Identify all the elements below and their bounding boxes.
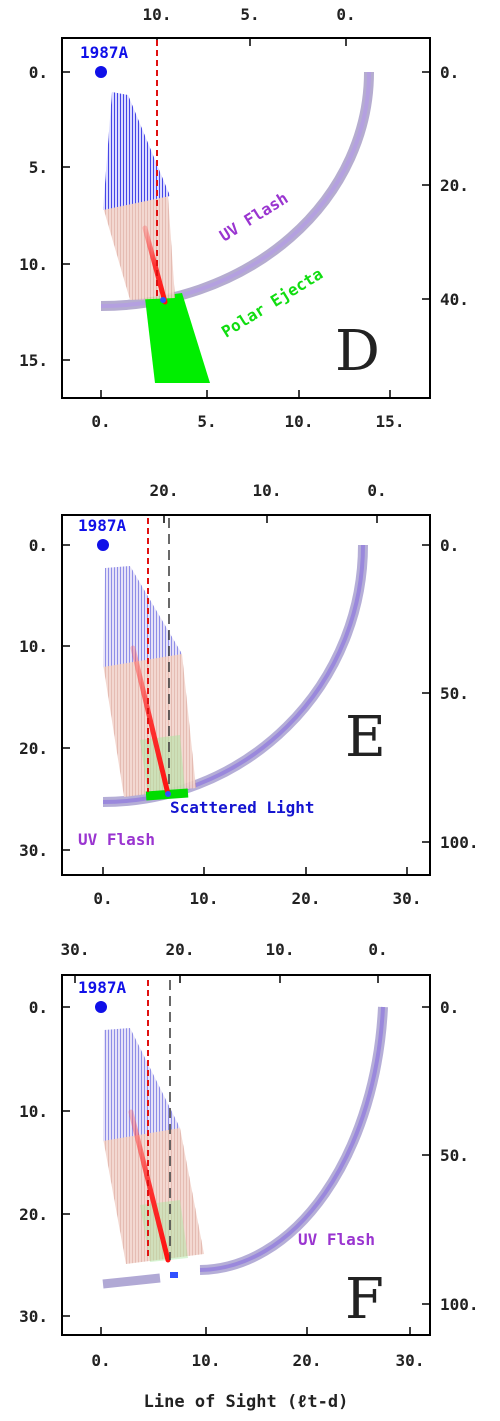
uv-flash-label: UV Flash <box>298 1230 375 1249</box>
y-tick-left: 10. <box>19 1102 48 1121</box>
x-tick-bottom: 30. <box>396 1351 425 1370</box>
y-tick-left: 30. <box>19 1307 48 1326</box>
y-tick-right: 20. <box>440 176 469 195</box>
x-tick-bottom: 20. <box>292 889 321 908</box>
blue-beam <box>103 92 170 210</box>
green-overlap <box>140 1200 188 1262</box>
x-tick-top: 30. <box>61 940 90 959</box>
x-tick-top: 10. <box>143 5 172 24</box>
tick-marks <box>62 975 430 1335</box>
panel-f: 0. 10. 20. 30. 30. 20. 10. 0. 0. 10. 20.… <box>19 940 478 1370</box>
x-axis-label: Line of Sight (ℓt-d) <box>144 1392 349 1412</box>
y-tick-left: 10. <box>19 637 48 656</box>
y-tick-left: 0. <box>29 998 48 1017</box>
tick-marks <box>62 38 430 398</box>
blue-beam <box>103 566 182 667</box>
y-tick-right: 0. <box>440 536 459 555</box>
x-tick-bottom: 0. <box>91 412 110 431</box>
scatter-point <box>160 297 166 303</box>
x-tick-bottom: 0. <box>91 1351 110 1370</box>
y-tick-left: 15. <box>19 351 48 370</box>
x-tick-bottom: 30. <box>393 889 422 908</box>
y-tick-left: 5. <box>29 158 48 177</box>
panel-letter: F <box>345 1267 384 1332</box>
y-tick-left: 20. <box>19 739 48 758</box>
x-tick-top: 20. <box>166 940 195 959</box>
x-tick-bottom: 10. <box>192 1351 221 1370</box>
y-tick-left: 20. <box>19 1205 48 1224</box>
panel-d: 0. 5. 10. 15. 10. 5. 0. 0. 5. 10. 15. 0.… <box>19 5 469 431</box>
uv-flash-label: UV Flash <box>78 830 155 849</box>
ring-arc-core <box>199 1006 385 1272</box>
x-tick-bottom: 10. <box>285 412 314 431</box>
red-streak <box>130 645 171 797</box>
panel-letter: E <box>345 705 386 770</box>
y-tick-left: 0. <box>29 63 48 82</box>
source-label: 1987A <box>78 516 127 535</box>
y-tick-right: 100. <box>440 1295 479 1314</box>
source-dot <box>95 1001 107 1013</box>
x-tick-bottom: 15. <box>376 412 405 431</box>
plot-frame <box>61 514 431 876</box>
x-tick-top: 20. <box>150 481 179 500</box>
source-label: 1987A <box>78 978 127 997</box>
ring-fragment <box>170 1272 178 1278</box>
ring-arc <box>102 1273 161 1289</box>
uv-flash-label: UV Flash <box>216 188 291 245</box>
x-tick-top: 0. <box>368 940 387 959</box>
x-tick-bottom: 10. <box>190 889 219 908</box>
x-tick-bottom: 0. <box>93 889 112 908</box>
y-tick-right: 0. <box>440 63 459 82</box>
scattered-light-label: Scattered Light <box>170 798 315 817</box>
source-dot <box>97 539 109 551</box>
y-tick-right: 50. <box>440 1146 469 1165</box>
polar-ejecta <box>145 293 210 383</box>
y-tick-left: 10. <box>19 255 48 274</box>
red-streak <box>128 1109 171 1263</box>
tick-marks <box>62 515 430 875</box>
y-tick-right: 100. <box>440 833 479 852</box>
x-tick-top: 10. <box>266 940 295 959</box>
y-tick-right: 0. <box>440 998 459 1017</box>
x-tick-top: 10. <box>253 481 282 500</box>
y-tick-left: 30. <box>19 841 48 860</box>
y-tick-right: 40. <box>440 290 469 309</box>
y-tick-left: 0. <box>29 536 48 555</box>
red-streak <box>142 225 168 305</box>
pink-beam <box>103 196 175 300</box>
x-tick-top: 5. <box>240 5 259 24</box>
blue-beam <box>103 1028 180 1141</box>
y-tick-right: 50. <box>440 684 469 703</box>
scatter-point <box>165 791 171 797</box>
plot-frame <box>61 37 431 399</box>
panel-letter: D <box>335 319 380 384</box>
source-label: 1987A <box>80 43 129 62</box>
panel-e: 0. 10. 20. 30. 20. 10. 0. 0. 10. 20. 30.… <box>19 481 478 908</box>
x-tick-bottom: 20. <box>293 1351 322 1370</box>
x-tick-bottom: 5. <box>197 412 216 431</box>
x-tick-top: 0. <box>367 481 386 500</box>
source-dot <box>95 66 107 78</box>
x-tick-top: 0. <box>336 5 355 24</box>
